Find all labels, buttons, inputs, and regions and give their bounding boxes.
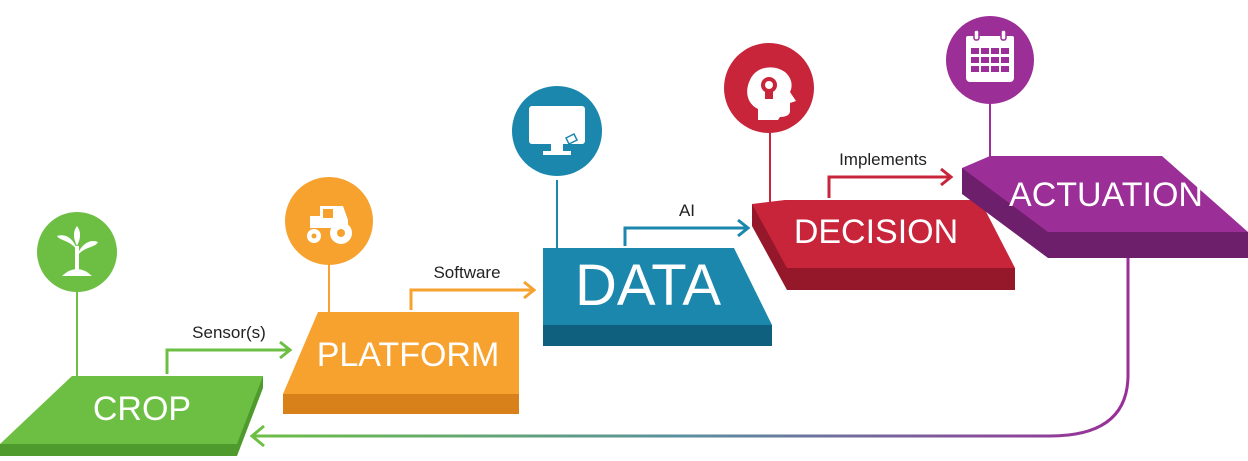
stage-label-decision: DECISION: [794, 213, 958, 251]
head-lightbulb-icon: [747, 67, 796, 120]
edge-label-sensors: Sensor(s): [192, 323, 266, 342]
stage-label-crop: CROP: [93, 390, 191, 428]
stage-decision: DECISION: [724, 43, 1015, 290]
sprout-icon: [57, 226, 98, 276]
edge-implements: Implements: [827, 150, 954, 198]
tractor-icon: [307, 206, 352, 244]
stage-crop: CROP: [0, 212, 263, 456]
edge-software: Software: [409, 263, 537, 310]
calendar-icon: [966, 29, 1014, 82]
edge-ai: AI: [623, 201, 751, 246]
stage-actuation: ACTUATION: [946, 16, 1248, 258]
stage-platform: PLATFORM: [283, 177, 519, 414]
stage-label-data: DATA: [575, 253, 721, 318]
edge-feedback: [249, 258, 1130, 448]
edge-label-software: Software: [433, 263, 500, 282]
stage-label-actuation: ACTUATION: [1009, 176, 1203, 214]
monitor-icon: [529, 106, 585, 155]
edge-label-implements: Implements: [839, 150, 927, 169]
edge-label-ai: AI: [679, 201, 695, 220]
stage-label-platform: PLATFORM: [317, 336, 500, 374]
stage-data: DATA: [512, 86, 772, 346]
edge-sensors: Sensor(s): [165, 323, 293, 374]
